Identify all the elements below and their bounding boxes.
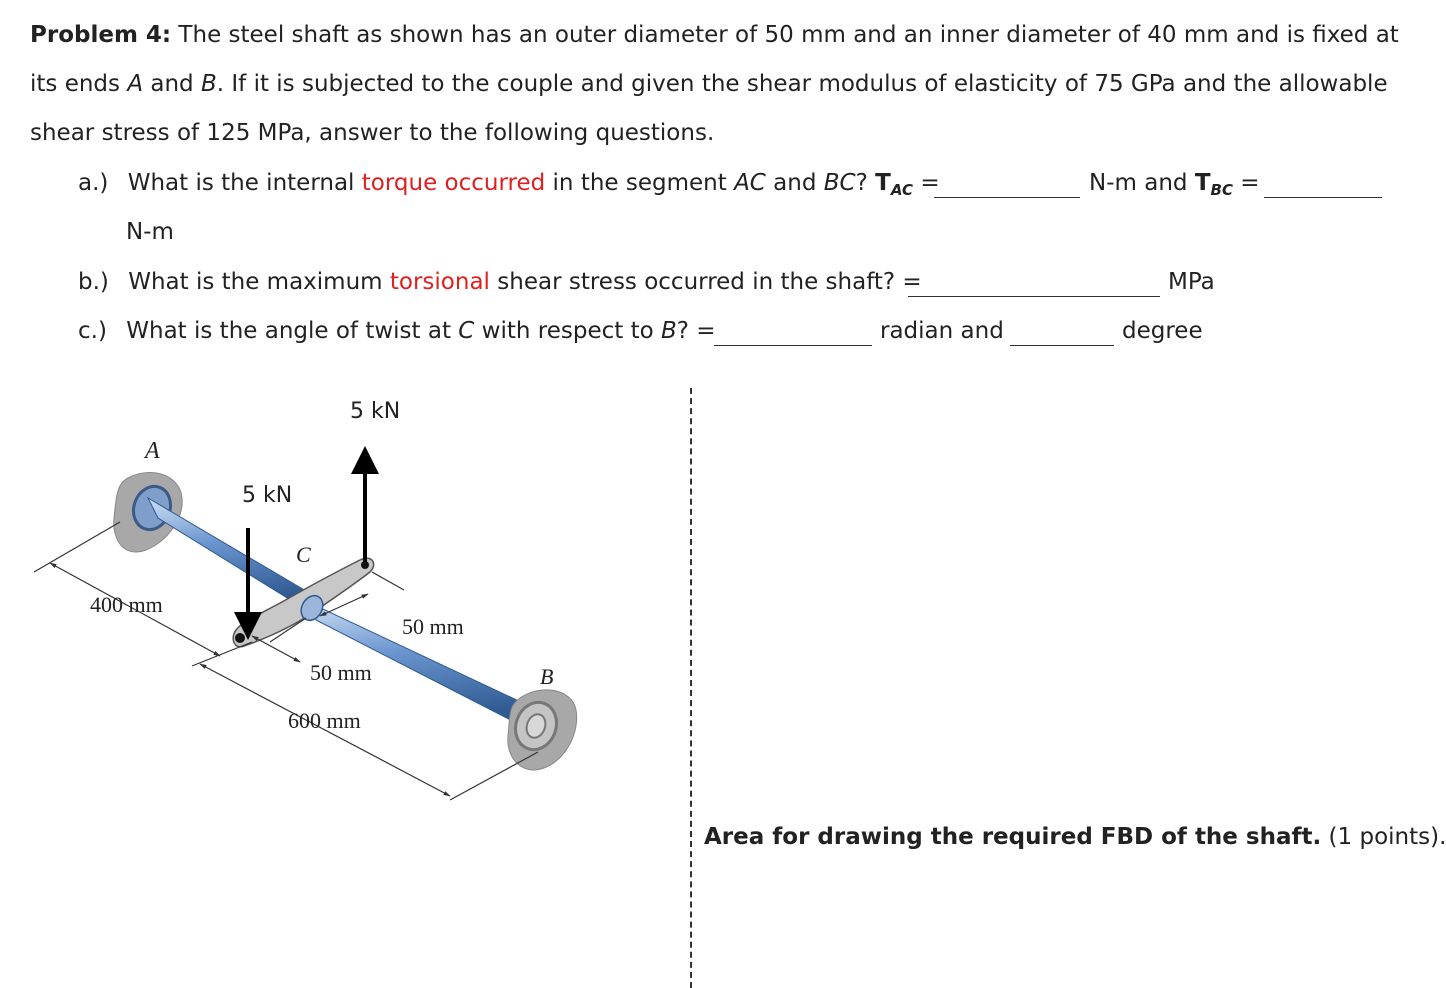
ext-line-b — [449, 751, 539, 801]
dim-label-600: 600 mm — [288, 708, 361, 733]
dim-400 — [49, 562, 221, 657]
question-c-marker: c.) — [78, 318, 107, 344]
dim-50-upper — [319, 593, 369, 617]
answer-blank-degree[interactable] — [1010, 323, 1114, 346]
force-label-top: 5 kN — [350, 399, 400, 424]
question-b-unit: MPa — [1168, 269, 1215, 295]
answer-blank-tac[interactable] — [934, 175, 1080, 198]
fbd-drawing-area[interactable] — [700, 388, 1420, 818]
label-b: B — [540, 664, 553, 689]
fbd-caption-points: (1 points). — [1321, 824, 1446, 850]
force-label-left: 5 kN — [242, 483, 292, 508]
answer-blank-stress[interactable] — [908, 274, 1160, 297]
support-b-bore — [525, 713, 547, 739]
dim-600 — [199, 663, 451, 797]
answer-blank-radian[interactable] — [714, 323, 872, 346]
question-a-units: N-m and TBC = — [1089, 170, 1260, 199]
lever-hole-right — [361, 561, 369, 569]
dim-label-50-upper: 50 mm — [402, 614, 464, 639]
dim-label-50-lower: 50 mm — [310, 660, 372, 685]
ext-line-r — [371, 571, 405, 591]
dim-50-lower — [251, 635, 301, 663]
shaft-segment-ac — [146, 496, 319, 613]
problem-line-3: shear stress of 125 MPa, answer to the f… — [30, 120, 715, 146]
question-a-unit-nm: N-m — [126, 219, 174, 245]
question-c: c.) What is the angle of twist at C with… — [78, 318, 716, 344]
question-a: a.) What is the internal torque occurred… — [78, 170, 940, 199]
problem-label: Problem 4: — [30, 22, 172, 48]
fbd-caption: Area for drawing the required FBD of the… — [704, 824, 1446, 850]
question-a-marker: a.) — [78, 170, 109, 196]
question-b: b.) What is the maximum torsional shear … — [78, 269, 922, 295]
fbd-caption-bold: Area for drawing the required FBD of the… — [704, 824, 1322, 850]
answer-blank-tbc[interactable] — [1264, 175, 1382, 198]
question-c-unit-radian: radian and — [880, 318, 1004, 344]
problem-line-2: its ends A and B. If it is subjected to … — [30, 71, 1388, 97]
question-b-marker: b.) — [78, 269, 109, 295]
problem-line-1: Problem 4: The steel shaft as shown has … — [30, 22, 1399, 48]
question-b-highlight: torsional — [389, 269, 490, 295]
question-c-unit-degree: degree — [1122, 318, 1203, 344]
dim-label-400: 400 mm — [90, 592, 163, 617]
ext-line-c2 — [269, 617, 307, 643]
ext-line-a — [33, 521, 121, 573]
label-a: A — [143, 438, 160, 464]
label-c: C — [296, 542, 311, 567]
lever-hole-left — [235, 633, 245, 643]
shaft-figure: 5 kN 5 kN A C B 400 mm 50 mm 50 mm 600 m… — [33, 399, 578, 801]
ext-line-c — [191, 641, 253, 667]
question-a-highlight: torque occurred — [361, 170, 546, 196]
fbd-divider — [690, 388, 692, 988]
